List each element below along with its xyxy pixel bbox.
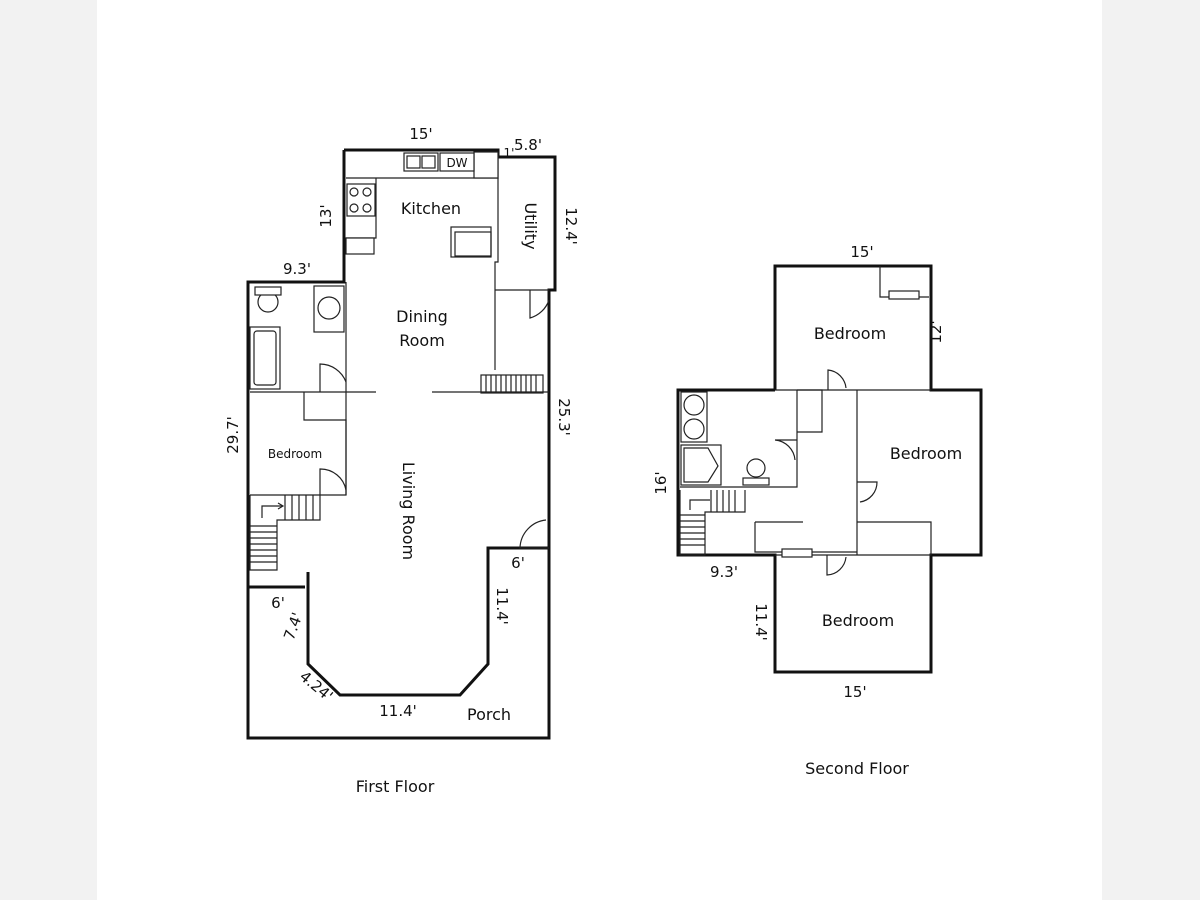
top-bedroom-label: Bedroom xyxy=(814,324,886,343)
dim-second-top: 15' xyxy=(850,243,873,261)
utility-cabinet xyxy=(473,151,499,179)
dining-label-2: Room xyxy=(399,331,445,350)
dim-left-side: 29.7' xyxy=(224,416,242,454)
kitchen-sink-icon xyxy=(403,152,439,172)
utility-label: Utility xyxy=(521,202,540,249)
second-floor-caption: Second Floor xyxy=(805,759,909,778)
dining-label-1: Dining xyxy=(396,307,448,326)
bottom-closet-rod xyxy=(781,548,813,558)
dim-right-side: 25.3' xyxy=(555,398,573,436)
living-room-label: Living Room xyxy=(399,462,418,560)
top-closet-rod xyxy=(888,290,920,300)
dim-second-top-side: 12' xyxy=(927,320,945,343)
kitchen-lower-counter xyxy=(345,237,375,255)
first-floor-plan: DW xyxy=(224,125,580,796)
dim-utility-side: 12.4' xyxy=(562,207,580,245)
dining-stairs xyxy=(480,374,544,394)
first-floor-stairs xyxy=(249,495,321,571)
floorplan-drawing: DW xyxy=(224,125,983,796)
bottom-bedroom-label: Bedroom xyxy=(822,611,894,630)
kitchen-island-icon xyxy=(454,231,492,257)
kitchen-label: Kitchen xyxy=(401,199,461,218)
shower-icon xyxy=(680,444,722,486)
first-bedroom-label: Bedroom xyxy=(268,447,322,461)
dim-second-bath-bottom: 9.3' xyxy=(710,563,738,581)
dim-top-width: 15' xyxy=(409,125,432,143)
dishwasher-label: DW xyxy=(446,156,467,170)
dim-kitchen-side: 13' xyxy=(317,204,335,227)
bath-door-icon-2 xyxy=(774,439,797,461)
first-floor-caption: First Floor xyxy=(356,777,435,796)
second-floor-plan: Bedroom Bedroom Bedroom 15' 12' 16' 9.3'… xyxy=(652,243,983,778)
dim-bay-right: 11.4' xyxy=(493,587,511,625)
bottom-bedroom-door-icon xyxy=(826,555,847,576)
floorplan-sheet: DW xyxy=(97,0,1102,900)
bath-door-icon xyxy=(319,363,347,392)
dim-second-left-side: 16' xyxy=(652,471,670,494)
right-bedroom-label: Bedroom xyxy=(890,444,962,463)
right-bedroom-door-icon xyxy=(857,481,878,503)
dim-second-bottom: 15' xyxy=(843,683,866,701)
second-floor-stairs xyxy=(679,490,746,556)
first-bedroom-wall xyxy=(250,392,347,496)
porch-outline xyxy=(246,548,551,740)
washer-icon xyxy=(313,285,345,333)
dim-bay-left: 7.4' xyxy=(280,610,306,642)
dim-utility-top: 5.8' xyxy=(514,136,542,154)
top-bedroom-door-icon xyxy=(827,369,847,390)
dim-bath-top: 9.3' xyxy=(283,260,311,278)
bedroom-door-icon xyxy=(319,468,347,495)
dim-bay-right-top: 6' xyxy=(511,554,525,572)
porch-label: Porch xyxy=(467,705,511,724)
washer-dryer-icon xyxy=(680,391,708,443)
dishwasher-icon xyxy=(439,152,475,172)
utility-wall xyxy=(494,178,499,370)
first-floor-west-wall xyxy=(246,150,346,589)
dim-utility-top-small: 1' xyxy=(504,146,515,160)
dim-bay-bottom: 11.4' xyxy=(379,702,417,720)
bathtub-icon xyxy=(249,326,281,390)
dim-second-bottom-side: 11.4' xyxy=(752,603,770,641)
dim-bay-left-top: 6' xyxy=(271,594,285,612)
second-toilet-icon xyxy=(746,458,766,478)
utility-door-icon xyxy=(529,290,550,319)
living-door-icon xyxy=(519,519,549,549)
